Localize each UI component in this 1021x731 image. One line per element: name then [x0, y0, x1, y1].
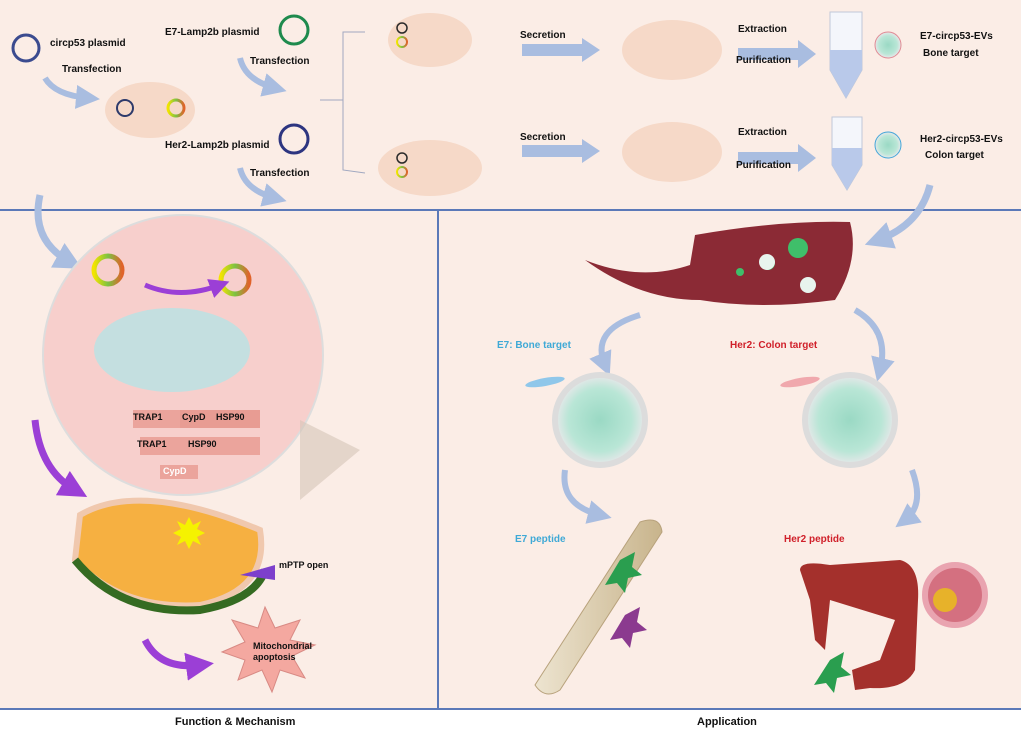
mptp-label: mPTP open — [279, 560, 329, 570]
e7-plasmid-icon — [278, 14, 310, 46]
cypd-label: CypD — [182, 412, 206, 422]
transfection-arrow-icon — [237, 167, 287, 207]
e7-plasmid-label: E7-Lamp2b plasmid — [165, 27, 260, 38]
transfection-label: Transfection — [250, 56, 310, 67]
bracket-icon — [320, 31, 366, 174]
extraction-arrow-icon — [738, 152, 798, 164]
plasmid-icon — [116, 99, 134, 117]
released-cypd-label: CypD — [163, 466, 187, 476]
purification-label: Purification — [736, 55, 792, 66]
secretion-label: Secretion — [520, 30, 566, 41]
complex-box — [140, 437, 260, 455]
secreting-cell-icon — [622, 122, 722, 182]
e7-evs-label: E7-circp53-EVs — [920, 31, 993, 42]
divider-bottom — [0, 708, 1021, 710]
trap1-label: TRAP1 — [133, 412, 163, 422]
extraction-label: Extraction — [738, 127, 787, 138]
zoom-cone — [300, 420, 360, 500]
mitochondrion-detail-icon — [94, 308, 250, 392]
secretion-arrow-icon — [522, 44, 582, 56]
extraction-arrow-icon — [738, 48, 798, 60]
e7-bone-target-title: E7: Bone target — [497, 340, 571, 351]
transfection-label: Transfection — [62, 64, 122, 75]
e7-peptide-label: E7 peptide — [515, 534, 566, 545]
transfection-arrow-icon — [237, 57, 287, 97]
purple-arrow-icon — [141, 638, 214, 681]
apoptosis-label-2: apoptosis — [253, 652, 296, 662]
secretion-arrow-icon — [522, 145, 582, 157]
divider-top — [0, 209, 1021, 211]
cell-icon — [105, 82, 195, 138]
her2-plasmid-icon — [278, 123, 310, 155]
cypd-box — [160, 465, 198, 479]
her2-ev-detail-icon — [802, 372, 898, 468]
e7-ev-icon — [874, 31, 902, 59]
circp53-plasmid-icon — [11, 33, 41, 63]
colon-icon — [800, 560, 919, 690]
section-caption-application: Application — [697, 716, 757, 728]
her2-evs-label: Her2-circp53-EVs — [920, 134, 1003, 145]
extraction-label: Extraction — [738, 24, 787, 35]
circp53-icon — [91, 253, 125, 287]
section-caption-function: Function & Mechanism — [175, 716, 296, 728]
transfection-arrow-icon — [42, 76, 100, 109]
flow-arrow-icon — [34, 194, 83, 269]
apoptosis-burst-icon — [220, 605, 317, 694]
secretion-label: Secretion — [520, 132, 566, 143]
circp53-plasmid-label: circp53 plasmid — [50, 38, 126, 49]
flow-arrow-icon — [864, 184, 934, 249]
apoptosis-label-1: Mitochondrial — [253, 641, 312, 651]
purple-arrow-icon — [31, 419, 88, 497]
trap1-label: TRAP1 — [137, 439, 167, 449]
secreting-cell-icon — [622, 20, 722, 80]
transfection-label: Transfection — [250, 168, 310, 179]
cell-e7-icon — [388, 13, 472, 67]
bone-icon — [534, 519, 663, 695]
her2-colon-target-title: Her2: Colon target — [730, 340, 818, 351]
hsp90-label: HSP90 — [188, 439, 217, 449]
mptp-channel-icon — [240, 565, 275, 580]
purification-label: Purification — [736, 160, 792, 171]
hsp90-label: HSP90 — [216, 412, 245, 422]
e7-ev-detail-icon — [552, 372, 648, 468]
circrna-icon — [166, 98, 186, 118]
divider-vertical — [437, 211, 439, 708]
her2-ev-icon — [874, 131, 902, 159]
cell-her2-icon — [378, 140, 482, 196]
her2-plasmid-label: Her2-Lamp2b plasmid — [165, 140, 270, 151]
e7-target-label: Bone target — [923, 48, 979, 59]
liver-icon — [585, 221, 853, 305]
her2-peptide-label: Her2 peptide — [784, 534, 845, 545]
her2-target-label: Colon target — [925, 150, 984, 161]
